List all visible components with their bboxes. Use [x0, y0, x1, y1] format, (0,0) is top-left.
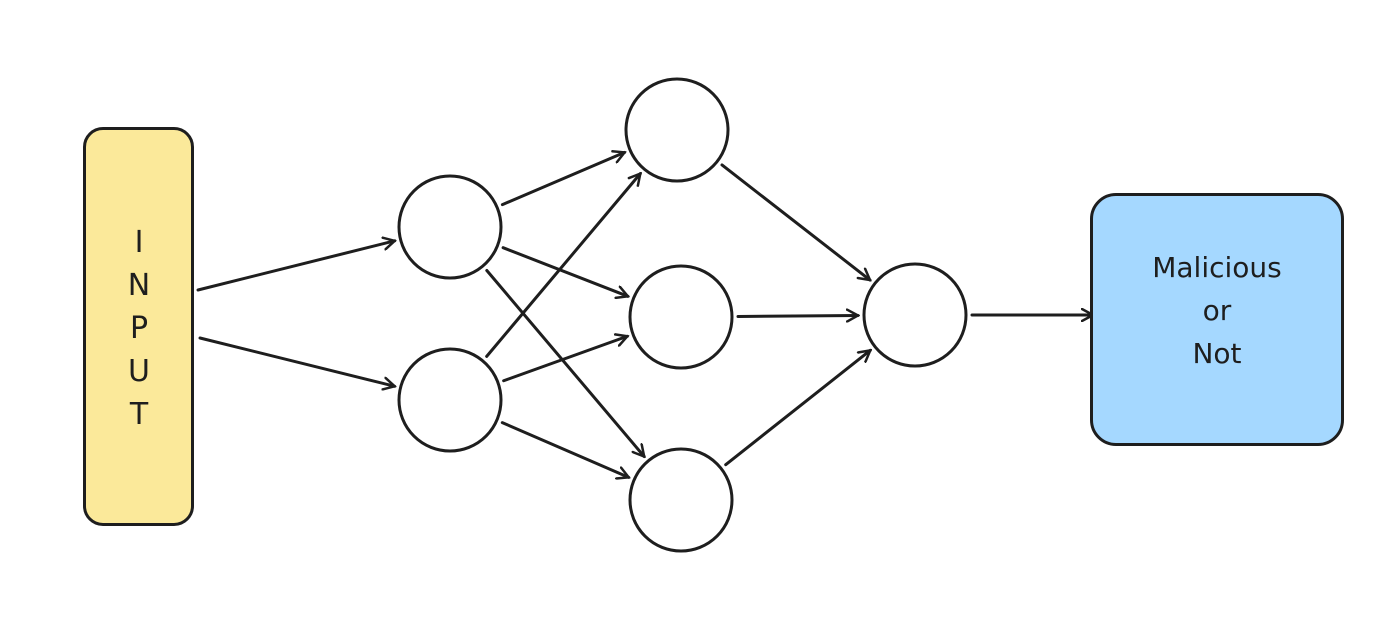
- arrow-h2-to-b: [502, 336, 628, 383]
- arrow-h1-to-a: [500, 152, 624, 207]
- neuron-h1: [397, 174, 503, 280]
- input-label: INPUT: [121, 225, 157, 440]
- neuron-h2: [397, 347, 503, 453]
- neuron-out: [862, 262, 968, 368]
- input-label-wrap: INPUT: [86, 225, 191, 440]
- output-box: Malicious or Not: [1090, 193, 1344, 446]
- output-line: Not: [1192, 337, 1242, 370]
- arrow-h1-to-c: [485, 269, 644, 457]
- neuron-b: [628, 264, 734, 370]
- arrow-h2-to-a: [485, 174, 641, 358]
- arrow-b-to-out: [736, 315, 858, 316]
- neuron-a: [624, 77, 730, 183]
- output-line: or: [1202, 294, 1232, 327]
- arrow-input-to-h1: [196, 241, 395, 292]
- input-box: INPUT: [83, 127, 194, 526]
- arrow-h2-to-c: [500, 421, 628, 478]
- arrow-input-to-h2: [198, 336, 395, 386]
- arrow-h1-to-b: [501, 246, 628, 297]
- arrow-c-to-out: [724, 350, 871, 467]
- arrow-a-to-out: [720, 163, 870, 280]
- output-line: Malicious: [1152, 251, 1282, 284]
- neuron-c: [628, 447, 734, 553]
- output-label: Malicious or Not: [1093, 246, 1341, 375]
